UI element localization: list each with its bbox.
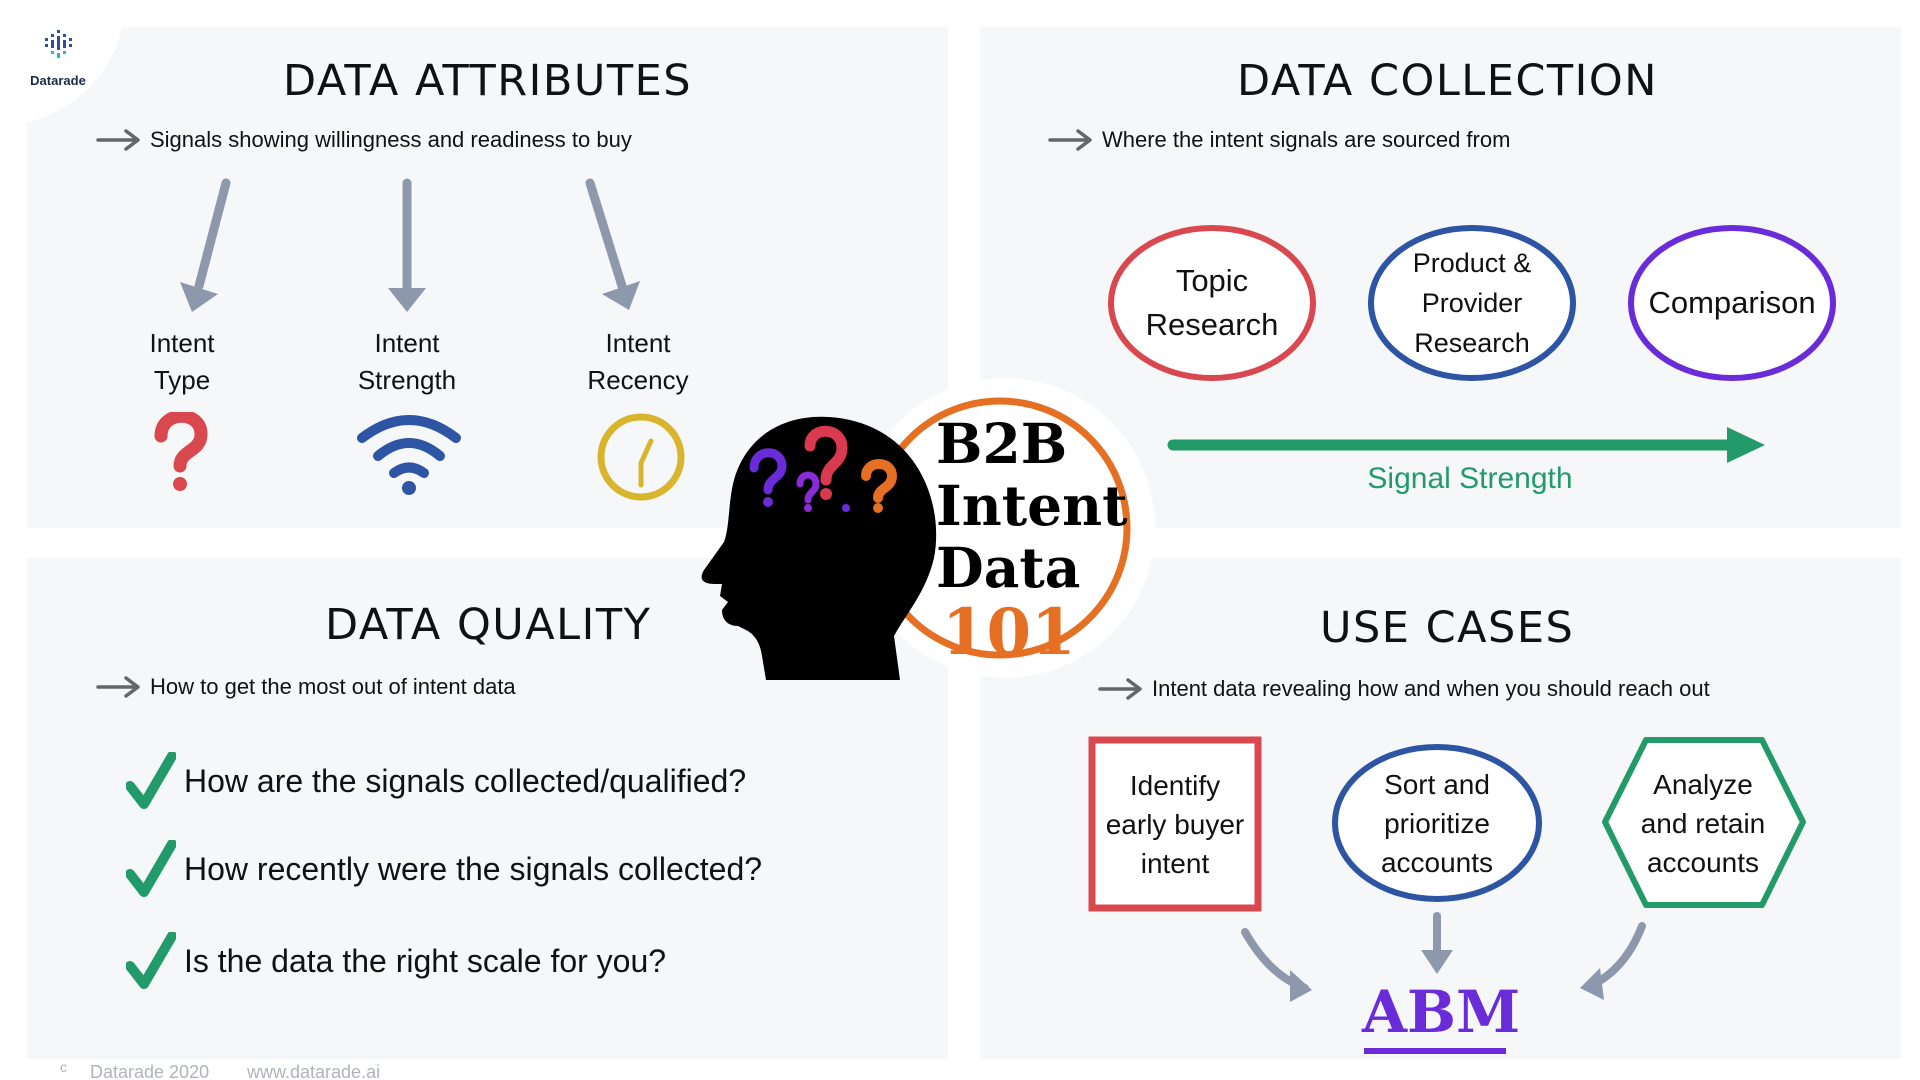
data-collection-title: DATA COLLECTION — [1237, 56, 1658, 106]
abm-underline — [1364, 1048, 1506, 1054]
use-case-line: Identify — [1129, 769, 1221, 801]
data-quality-subtitle: How to get the most out of intent data — [96, 674, 516, 700]
source-line: Research — [1145, 307, 1279, 342]
wifi-icon — [357, 415, 461, 495]
use-case-shapes — [1088, 736, 1806, 1002]
quality-question: Is the data the right scale for you? — [126, 932, 666, 990]
attribute-label-type: Intent Type — [110, 325, 254, 399]
question-text: How recently were the signals collected? — [184, 850, 763, 887]
arrow-right-icon — [1098, 678, 1142, 700]
label-line: Intent — [605, 328, 671, 358]
source-ellipses — [1108, 225, 1836, 381]
attribute-label-recency: Intent Recency — [566, 325, 710, 399]
question-mark-icon — [154, 412, 208, 491]
source-line: Product & — [1412, 248, 1532, 278]
use-case-line: prioritize — [1384, 807, 1490, 839]
subtitle-text: Intent data revealing how and when you s… — [1152, 676, 1710, 701]
center-line: Intent — [936, 473, 1128, 538]
use-case-ellipse — [1332, 744, 1542, 902]
abm-result: ABM — [1362, 978, 1521, 1046]
footer-text: Datarade 2020 — [90, 1062, 210, 1080]
data-attributes-subtitle: Signals showing willingness and readines… — [96, 127, 632, 153]
footer-copyright-mark: c — [60, 1059, 67, 1075]
data-attributes-title: DATA ATTRIBUTES — [283, 56, 693, 106]
signal-strength-label: Signal Strength — [1367, 462, 1573, 495]
source-comparison: Comparison — [1632, 233, 1832, 373]
use-case-hexagon — [1602, 737, 1806, 908]
source-line: Comparison — [1648, 285, 1816, 320]
data-quality-title: DATA QUALITY — [325, 600, 652, 650]
data-collection-subtitle: Where the intent signals are sourced fro… — [1048, 127, 1510, 153]
source-ellipse-topic — [1108, 225, 1316, 381]
label-line: Strength — [357, 365, 457, 395]
use-case-line: accounts — [1380, 846, 1494, 878]
label-line: Recency — [587, 365, 689, 395]
subtitle-text: Where the intent signals are sourced fro… — [1102, 127, 1511, 152]
subtitle-text: Signals showing willingness and readines… — [150, 127, 632, 152]
use-case-analyze: Analyze and retain accounts — [1605, 740, 1801, 906]
clock-icon — [597, 413, 685, 501]
source-line: Topic — [1175, 263, 1249, 298]
quality-question: How recently were the signals collected? — [126, 840, 762, 898]
center-title: B2B Intent Data — [936, 413, 1128, 599]
center-line: B2B — [936, 411, 1068, 476]
quality-question: How are the signals collected/qualified? — [126, 752, 746, 810]
subtitle-text: How to get the most out of intent data — [150, 674, 516, 699]
source-ellipse-comparison — [1628, 225, 1836, 381]
source-line: Research — [1414, 328, 1530, 358]
attribute-arrows — [180, 178, 640, 312]
checkmark-icon — [126, 752, 176, 809]
checkmark-icon — [126, 840, 176, 897]
use-case-line: Sort and — [1384, 768, 1490, 800]
attribute-label-strength: Intent Strength — [335, 325, 479, 399]
use-case-line: and retain — [1640, 807, 1766, 839]
arrow-right-icon — [96, 676, 140, 698]
use-cases-subtitle: Intent data revealing how and when you s… — [1098, 676, 1710, 702]
label-line: Intent — [374, 328, 440, 358]
footer-url: www.datarade.ai — [247, 1062, 381, 1080]
head-silhouette-icon — [701, 416, 937, 680]
use-case-line: Analyze — [1653, 768, 1753, 800]
question-text: How are the signals collected/qualified? — [184, 762, 747, 799]
center-line: Data — [936, 535, 1081, 600]
arrow-head — [602, 281, 640, 310]
center-number: 101 — [942, 595, 1076, 670]
question-text: Is the data the right scale for you? — [184, 942, 667, 979]
use-cases-title: USE CASES — [1320, 603, 1575, 653]
label-line: Type — [153, 365, 211, 395]
source-line: Provider — [1421, 288, 1523, 318]
source-ellipse-product — [1368, 225, 1576, 381]
arrow-head — [180, 282, 218, 312]
use-case-line: early buyer — [1105, 808, 1245, 840]
arrow-right-icon — [96, 129, 140, 151]
arrow-right-icon — [1048, 129, 1092, 151]
signal-strength-arrow — [1167, 427, 1765, 463]
arrow-head — [388, 288, 426, 312]
use-case-identify: Identify early buyer intent — [1092, 740, 1258, 908]
label-line: Intent — [149, 328, 215, 358]
checkmark-icon — [126, 932, 176, 989]
arrow-down-icon — [194, 178, 627, 292]
use-case-line: intent — [1140, 847, 1210, 879]
use-case-rectangle — [1088, 736, 1262, 912]
datarade-logo-icon — [45, 30, 72, 58]
use-case-line: accounts — [1646, 846, 1760, 878]
use-case-sort: Sort and prioritize accounts — [1337, 747, 1537, 899]
brand-name: Datarade — [30, 73, 86, 88]
